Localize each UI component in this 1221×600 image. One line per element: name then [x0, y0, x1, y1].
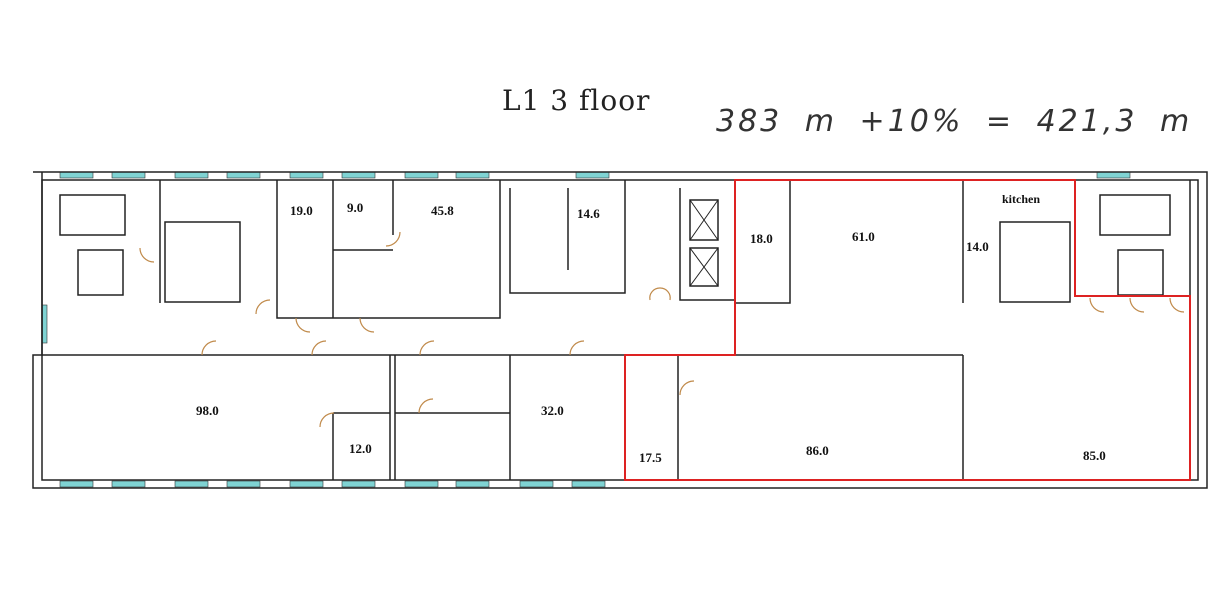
room-label-32: 32.0 — [541, 403, 564, 418]
room-label-14: 14.0 — [966, 239, 989, 254]
room-label-12: 12.0 — [349, 441, 372, 456]
room-label-19: 19.0 — [290, 203, 313, 218]
doors — [139, 231, 1185, 428]
room-labels: 19.0 9.0 45.8 14.6 18.0 61.0 kitchen 14.… — [196, 192, 1106, 465]
room-label-17-5: 17.5 — [639, 450, 662, 465]
plan-title: L1 3 floor — [502, 84, 651, 117]
room-label-18: 18.0 — [750, 231, 773, 246]
walls — [32, 171, 1208, 489]
room-label-61: 61.0 — [852, 229, 875, 244]
room-label-45-8: 45.8 — [431, 203, 454, 218]
area-formula: 383 m +10% = 421,3 m — [716, 104, 1193, 139]
office-highlight — [624, 179, 1191, 481]
room-label-85: 85.0 — [1083, 448, 1106, 463]
windows — [41, 171, 1131, 488]
room-label-98: 98.0 — [196, 403, 219, 418]
room-label-9: 9.0 — [347, 200, 363, 215]
room-label-86: 86.0 — [806, 443, 829, 458]
room-label-14-6: 14.6 — [577, 206, 600, 221]
room-label-kitchen: kitchen — [1002, 192, 1040, 206]
